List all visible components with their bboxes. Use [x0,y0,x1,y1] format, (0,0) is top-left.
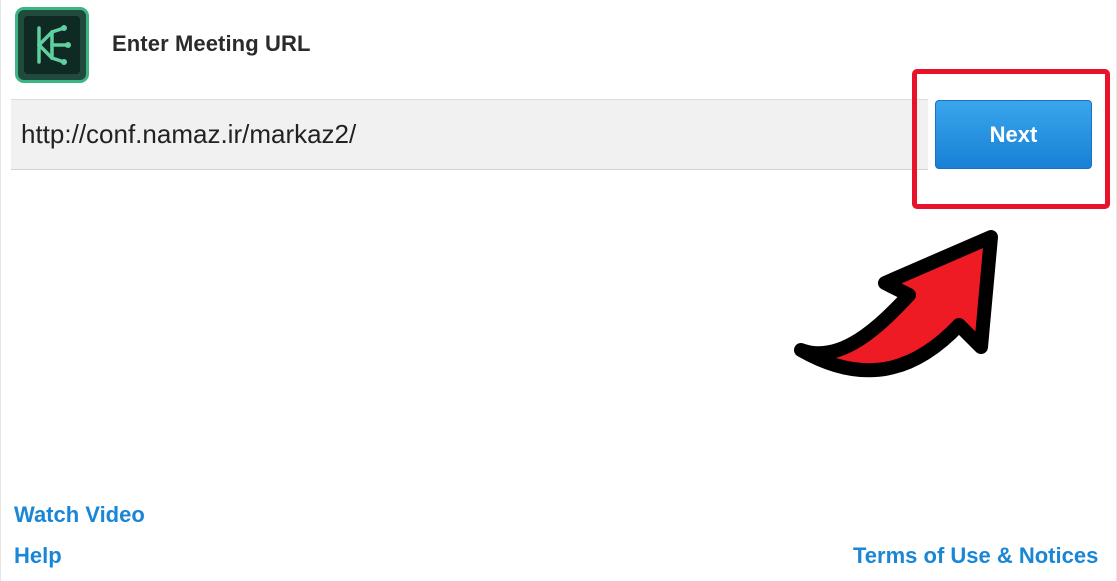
watch-video-link[interactable]: Watch Video [14,502,145,527]
terms-link[interactable]: Terms of Use & Notices [853,543,1099,568]
meeting-url-field[interactable] [11,99,928,170]
page-title: Enter Meeting URL [112,31,311,56]
highlight-box [912,69,1110,209]
meeting-url-input[interactable] [11,100,928,169]
header: Enter Meeting URL [1,0,1116,90]
help-link[interactable]: Help [14,543,62,568]
red-arrow-icon [794,230,998,378]
next-button[interactable]: Next [935,100,1092,169]
adobe-connect-logo-icon [15,7,89,83]
logo-glyph-icon [37,25,71,65]
